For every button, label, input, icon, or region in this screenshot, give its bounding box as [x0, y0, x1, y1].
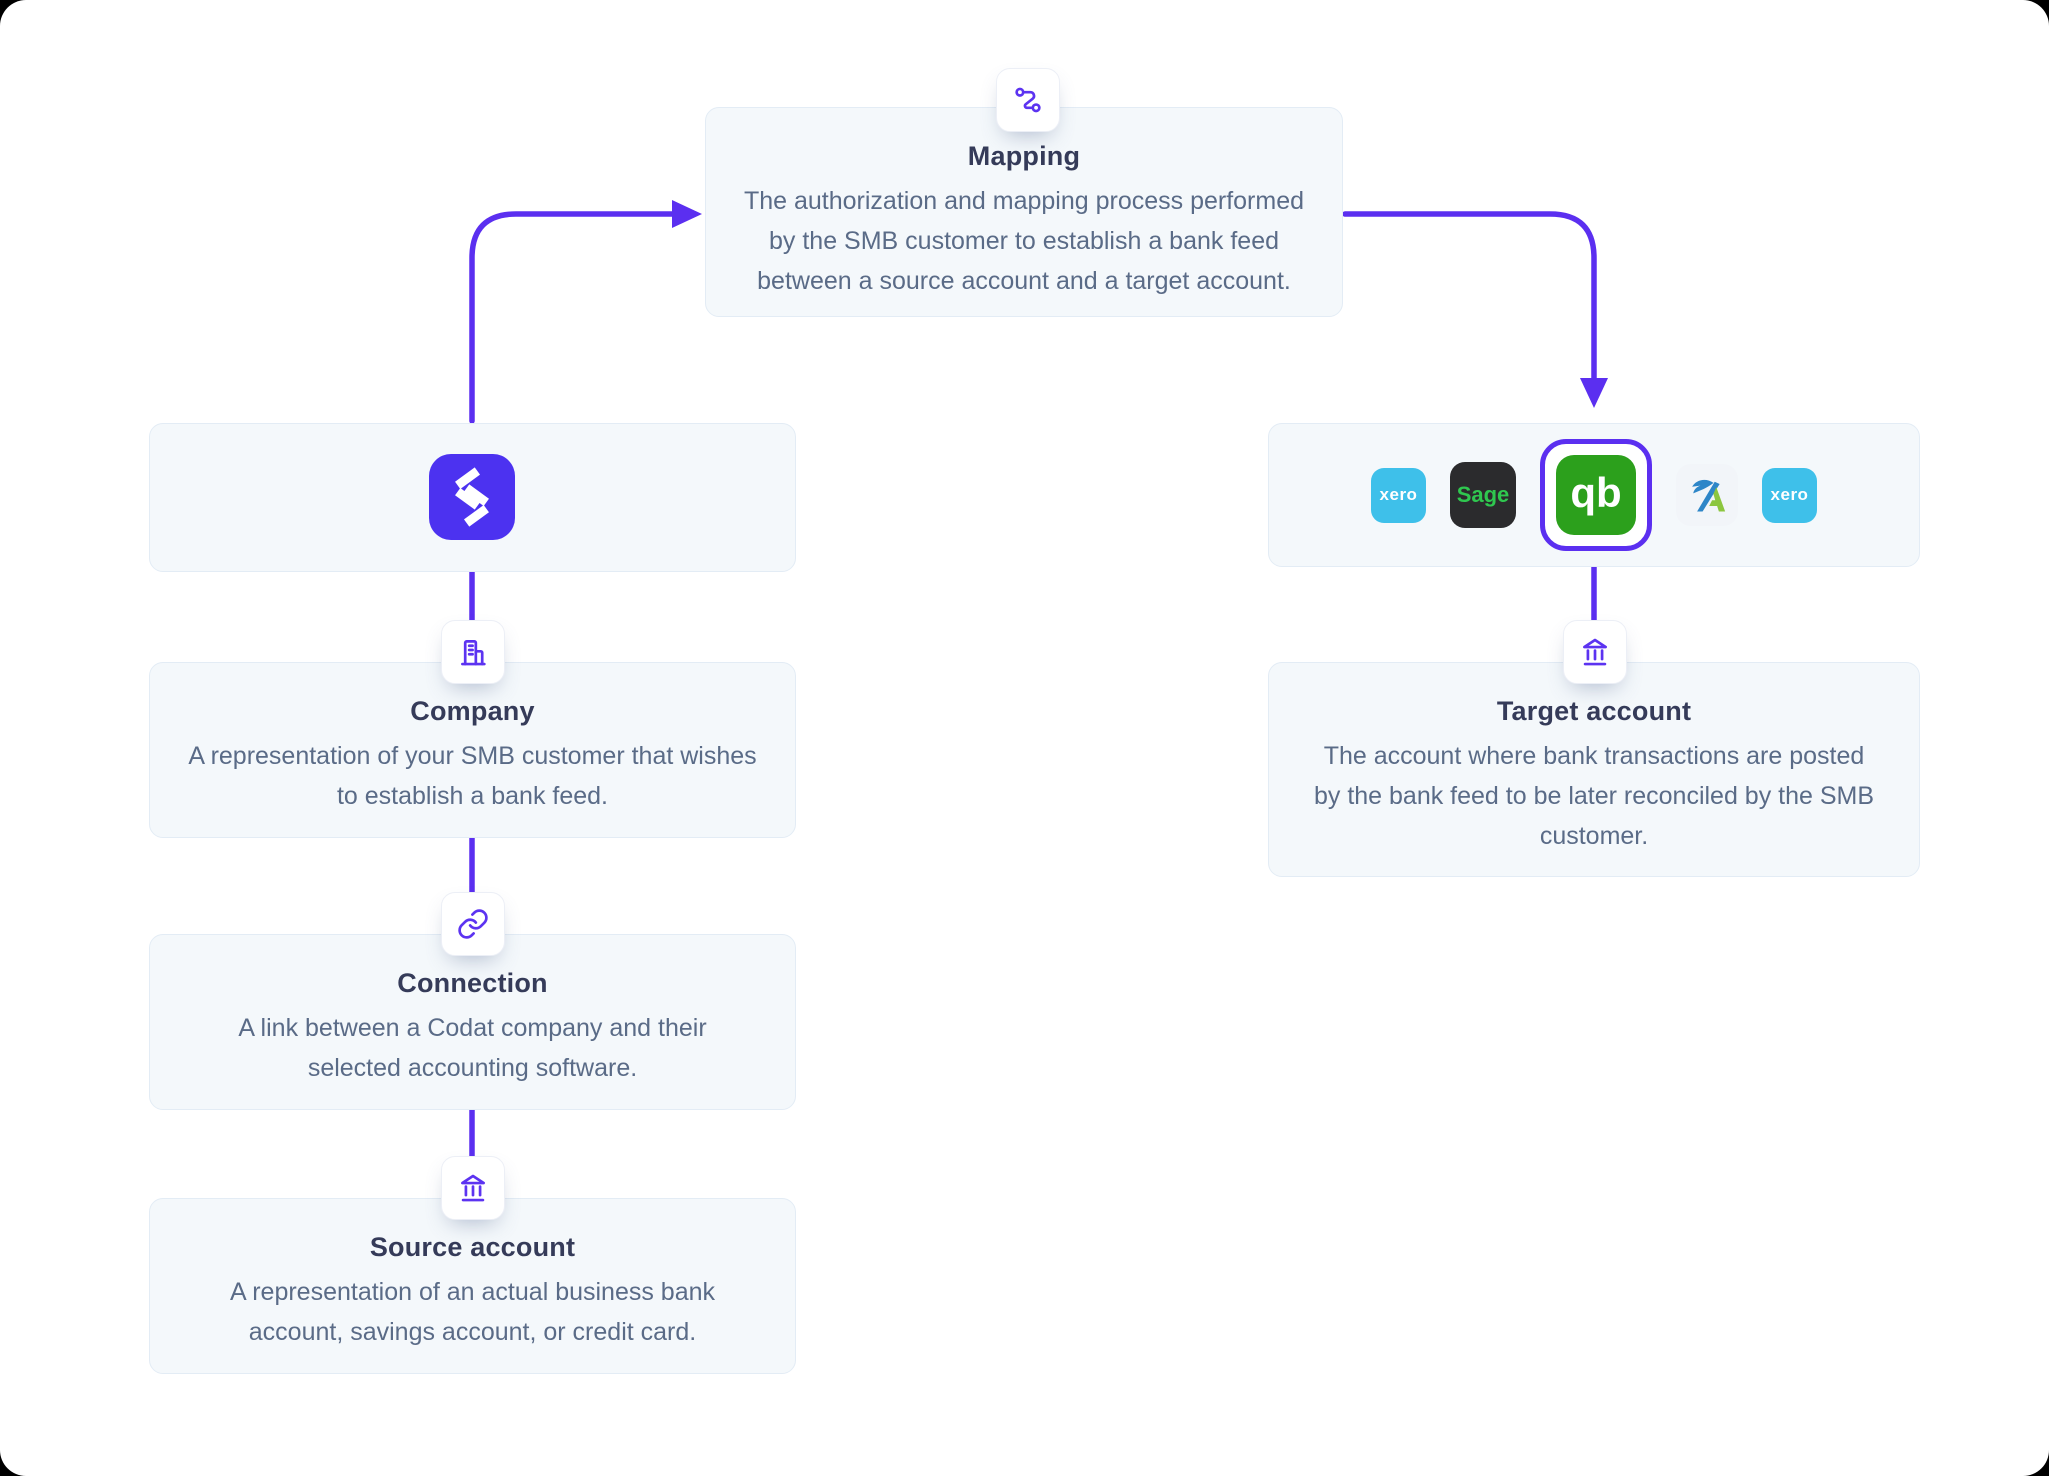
link-icon — [458, 909, 488, 939]
connection-title: Connection — [397, 968, 548, 998]
source-account-icon-card — [441, 1156, 505, 1220]
integration-logos-row: xero Sage qb xero — [1269, 424, 1919, 566]
xero-logo-label: xero — [1379, 485, 1418, 504]
target-account-description: The account where bank transactions are … — [1313, 742, 1875, 850]
quickbooks-logo-label: qb — [1570, 469, 1622, 516]
xero-logo-label: xero — [1770, 485, 1809, 504]
sage-logo: Sage — [1450, 462, 1516, 528]
codat-logo — [429, 454, 515, 540]
mapping-icon-card — [996, 68, 1060, 132]
company-title: Company — [410, 696, 535, 726]
arrowhead-right-icon — [672, 200, 702, 228]
source-account-node-box: Source account A representation of an ac… — [149, 1198, 796, 1374]
connection-icon-card — [441, 892, 505, 956]
freeagent-wing-icon — [1692, 479, 1726, 512]
target-account-node-box: Target account The account where bank tr… — [1268, 662, 1920, 877]
arrowhead-down-icon — [1580, 378, 1608, 408]
codat-chevrons-icon — [455, 467, 489, 527]
route-icon — [1015, 87, 1041, 113]
bank-icon — [1583, 638, 1607, 666]
company-description: A representation of your SMB customer th… — [188, 742, 757, 810]
quickbooks-logo: qb — [1556, 455, 1636, 535]
source-account-title: Source account — [369, 1232, 576, 1262]
building-icon — [461, 640, 486, 666]
mapping-node-box: Mapping The authorization and mapping pr… — [705, 107, 1343, 317]
bank-icon — [461, 1174, 485, 1202]
xero-logo: xero — [1762, 467, 1817, 523]
target-account-title: Target account — [1496, 696, 1692, 726]
connector-arrow-mapping-to-integrations — [1342, 211, 1597, 381]
sage-logo-label: Sage — [1456, 482, 1510, 507]
mapping-title: Mapping — [967, 141, 1081, 171]
company-icon-card — [441, 620, 505, 684]
integrations-node-box: xero Sage qb xero — [1268, 423, 1920, 567]
mapping-description: The authorization and mapping process pe… — [743, 187, 1305, 295]
source-account-description: A representation of an actual business b… — [229, 1278, 716, 1346]
company-node-box: Company A representation of your SMB cus… — [149, 662, 796, 838]
target-account-icon-card — [1563, 620, 1627, 684]
xero-logo: xero — [1371, 467, 1426, 523]
quickbooks-selected-ring: qb — [1540, 439, 1652, 551]
connection-description: A link between a Codat company and their… — [238, 1014, 707, 1082]
connector-arrow-company-to-mapping — [469, 211, 675, 424]
connection-node-box: Connection A link between a Codat compan… — [149, 934, 796, 1110]
freeagent-logo — [1676, 464, 1738, 526]
